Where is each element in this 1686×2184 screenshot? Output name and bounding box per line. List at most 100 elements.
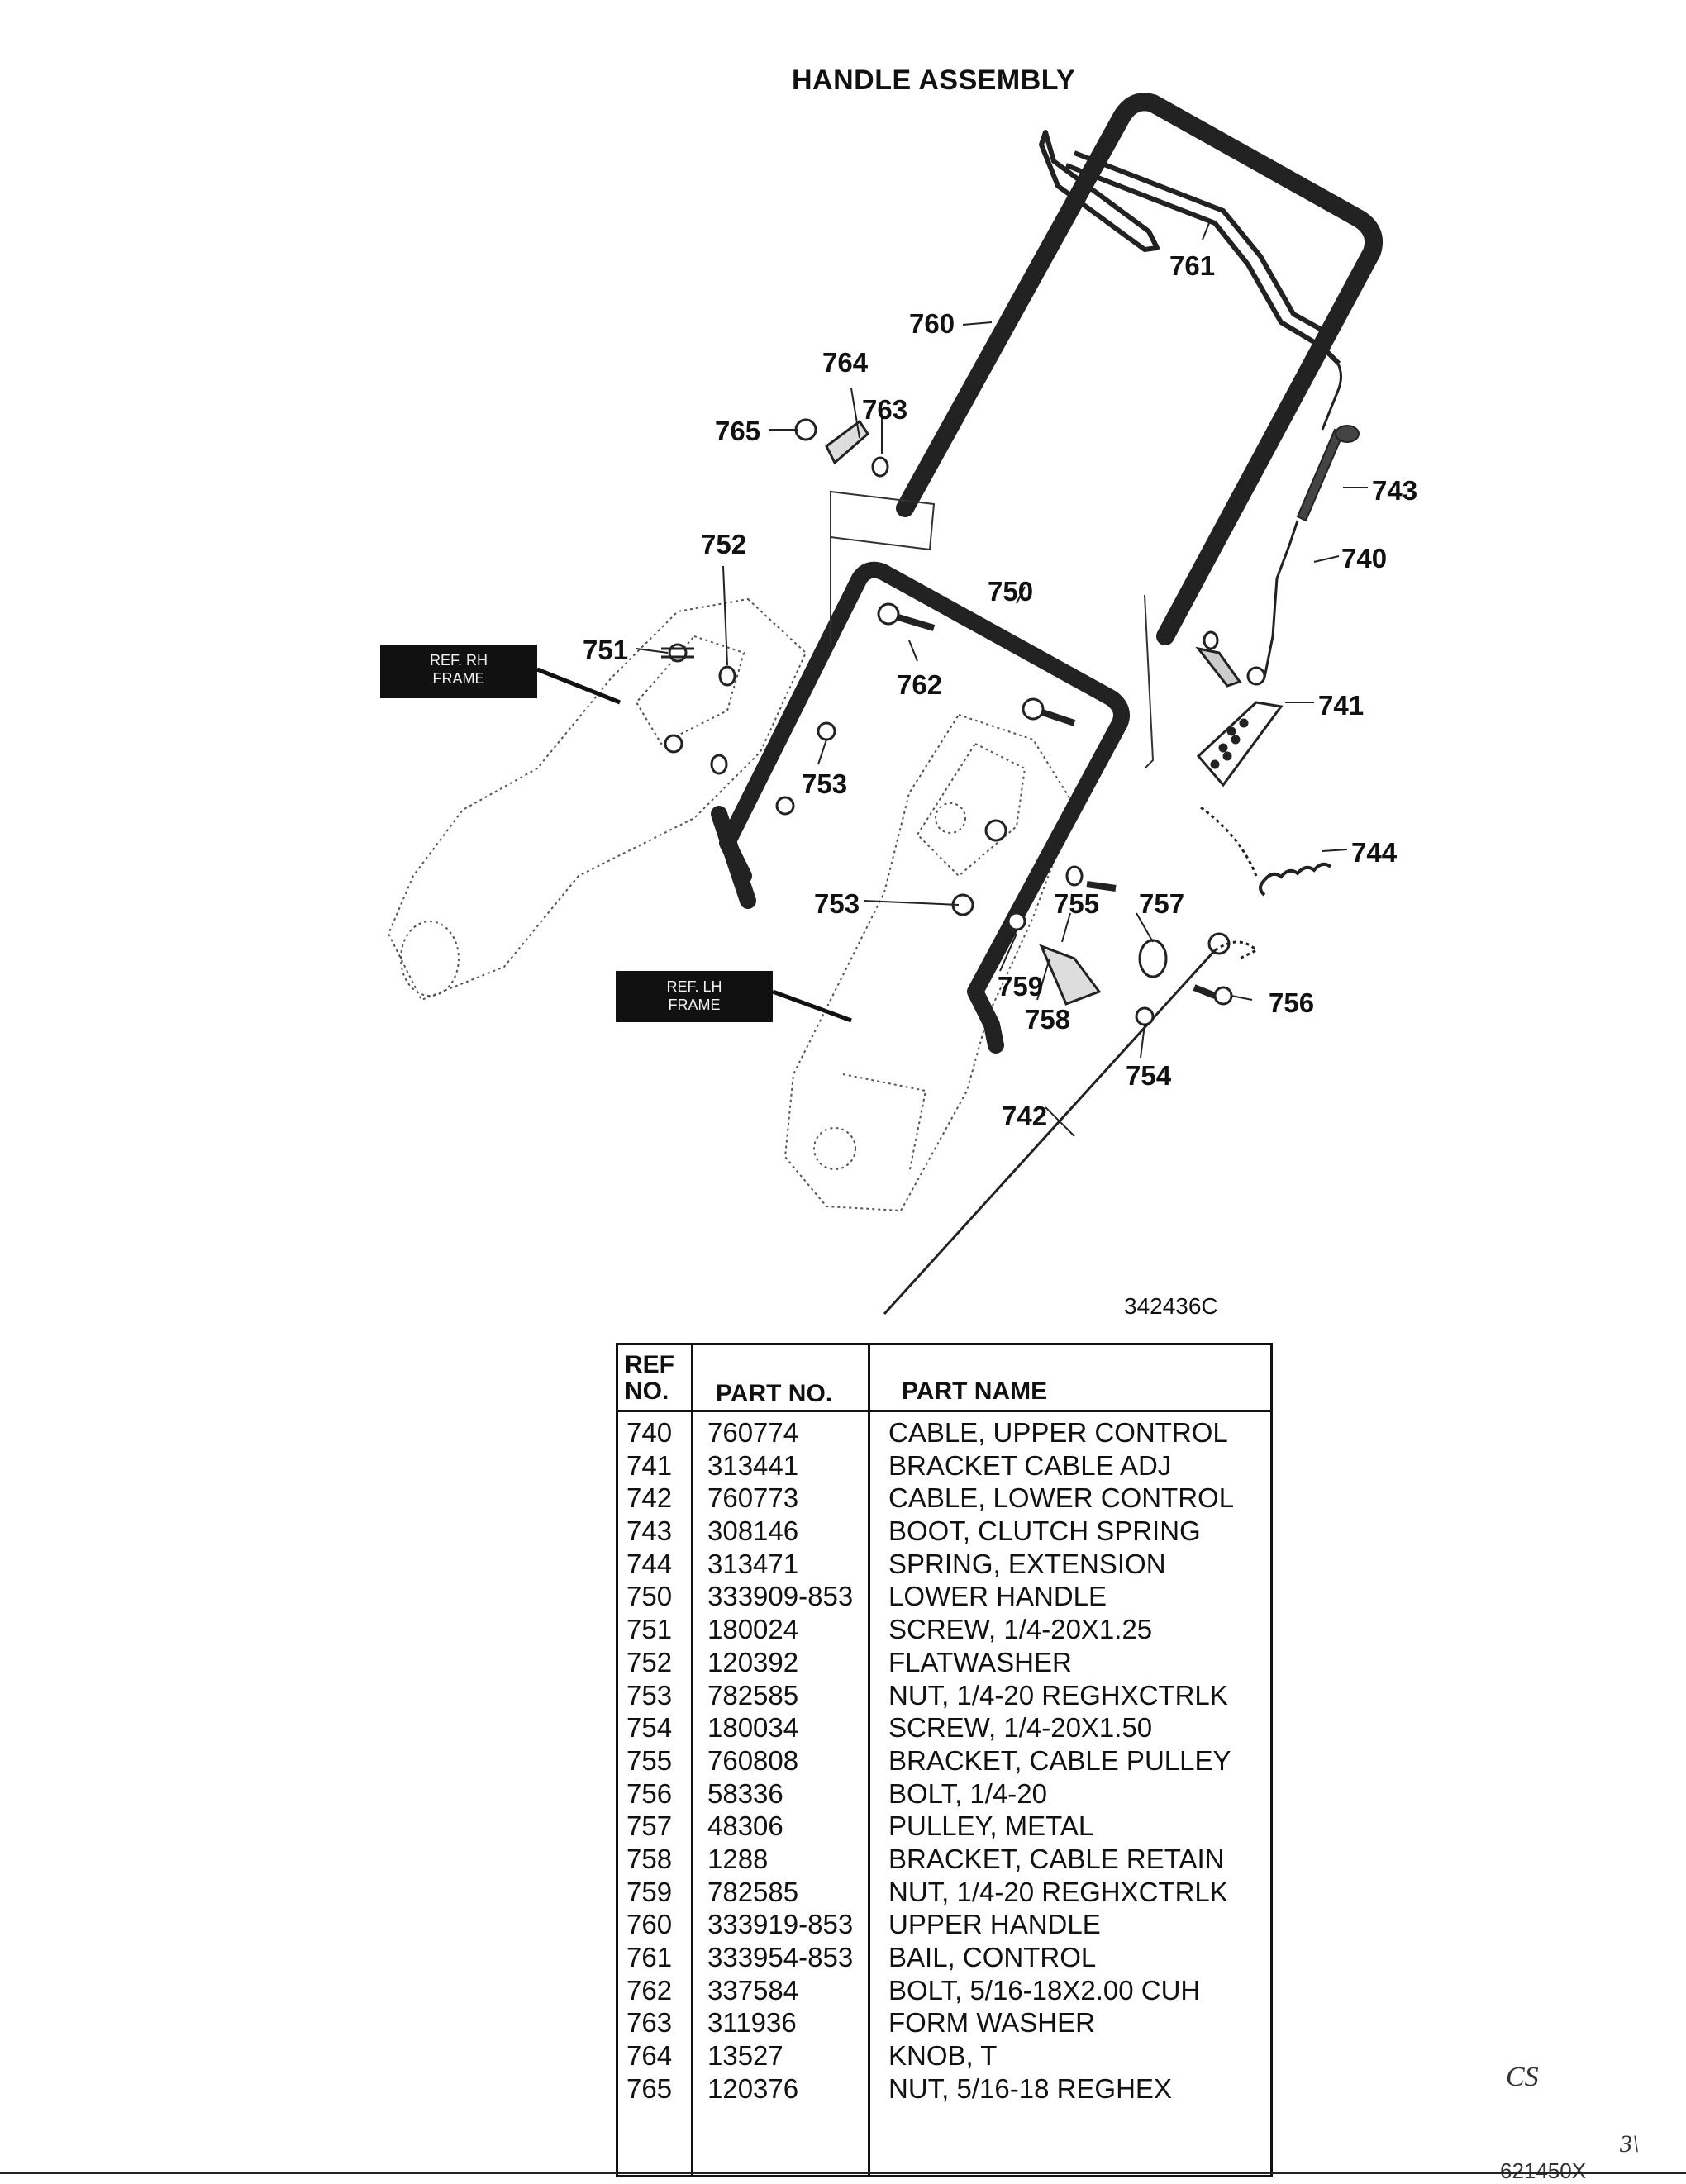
part-name-cell: UPPER HANDLE — [888, 1909, 1101, 1940]
part-no-cell: 13527 — [707, 2040, 783, 2072]
callout-757: 757 — [1139, 888, 1184, 919]
header-ref-line1: REF — [625, 1351, 674, 1378]
callout-752: 752 — [701, 529, 746, 559]
table-row: 765 120376 NUT, 5/16-18 REGHEX — [618, 2072, 1270, 2105]
part-no-cell: 1288 — [707, 1843, 769, 1874]
callout-741: 741 — [1318, 690, 1364, 721]
callout-754: 754 — [1126, 1060, 1172, 1091]
ref-no-cell: 759 — [626, 1876, 673, 1907]
table-header-divider — [618, 1410, 1270, 1412]
part-name-cell: FLATWASHER — [888, 1646, 1072, 1677]
part-no-cell: 333919-853 — [707, 1909, 854, 1940]
part-no-cell: 48306 — [707, 1810, 783, 1842]
mounting-plates — [830, 490, 1155, 769]
callout-763: 763 — [862, 394, 907, 425]
lower-handle — [711, 561, 1130, 1054]
part-name-cell: SPRING, EXTENSION — [888, 1548, 1166, 1579]
part-no-cell: 180024 — [707, 1614, 799, 1645]
part-no-cell: 120392 — [707, 1646, 799, 1677]
part-name-cell: BRACKET, CABLE PULLEY — [888, 1744, 1231, 1776]
part-no-cell: 760774 — [707, 1417, 799, 1448]
part-no-cell: 760808 — [707, 1744, 799, 1776]
part-name-cell: BAIL, CONTROL — [888, 1942, 1097, 1972]
callout-761: 761 — [1169, 250, 1215, 281]
rh-frame-label: REF. RH FRAME — [380, 645, 621, 705]
ref-no-cell: 752 — [626, 1646, 673, 1677]
callout-759: 759 — [998, 971, 1043, 1002]
part-name-cell: CABLE, LOWER CONTROL — [888, 1482, 1235, 1514]
rh-frame-label-line2: FRAME — [433, 670, 485, 687]
table-divider — [868, 1345, 870, 2175]
part-name-cell: BRACKET CABLE ADJ — [888, 1449, 1172, 1481]
part-name-cell: NUT, 5/16-18 REGHEX — [888, 2072, 1172, 2104]
part-no-cell: 333909-853 — [707, 1581, 854, 1612]
ref-no-cell: 753 — [626, 1679, 673, 1711]
callout-758: 758 — [1025, 1004, 1070, 1035]
table-row: 758 1288 BRACKET, CABLE RETAIN — [618, 1843, 1270, 1876]
table-row: 753 782585 NUT, 1/4-20 REGHXCTRLK — [618, 1679, 1270, 1712]
part-name-cell: BRACKET, CABLE RETAIN — [888, 1843, 1225, 1874]
part-no-cell: 120376 — [707, 2072, 799, 2104]
page-title: HANDLE ASSEMBLY — [792, 64, 1076, 96]
exploded-parts-diagram: REF. RH FRAME REF. LH FRAME 760 761 764 … — [380, 93, 1417, 1316]
part-name-cell: NUT, 1/4-20 REGHXCTRLK — [888, 1876, 1228, 1907]
ref-no-cell: 741 — [626, 1449, 673, 1481]
ref-no-cell: 743 — [626, 1515, 673, 1547]
lh-frame-label: REF. LH FRAME — [616, 971, 852, 1023]
table-row: 752 120392 FLATWASHER — [618, 1646, 1270, 1679]
header-part-name: PART NAME — [902, 1377, 1048, 1405]
clutch-spring-boot — [1296, 425, 1360, 522]
part-no-cell: 313441 — [707, 1449, 799, 1481]
extension-spring — [1259, 862, 1332, 897]
header-part-no: PART NO. — [716, 1380, 833, 1407]
ref-no-cell: 762 — [626, 1974, 673, 2006]
part-name-cell: BOLT, 1/4-20 — [888, 1777, 1047, 1809]
part-no-cell: 760773 — [707, 1482, 799, 1514]
margin-mark: CS — [1506, 2062, 1539, 2092]
part-name-cell: PULLEY, METAL — [888, 1810, 1094, 1842]
part-name-cell: KNOB, T — [888, 2040, 998, 2072]
header-ref-line2: NO. — [625, 1377, 669, 1405]
part-name-cell: FORM WASHER — [888, 2007, 1095, 2039]
callout-760: 760 — [909, 308, 955, 339]
callout-740: 740 — [1341, 543, 1387, 573]
callout-750: 750 — [988, 576, 1033, 607]
bottom-rule — [0, 2172, 1686, 2174]
callout-751: 751 — [583, 635, 628, 665]
part-name-cell: SCREW, 1/4-20X1.25 — [888, 1614, 1153, 1645]
ref-no-cell: 751 — [626, 1614, 673, 1645]
part-no-cell: 782585 — [707, 1679, 799, 1711]
leader-lines — [636, 218, 1368, 1137]
callout-743: 743 — [1372, 475, 1417, 506]
part-name-cell: NUT, 1/4-20 REGHXCTRLK — [888, 1679, 1228, 1711]
lh-frame-label-line2: FRAME — [669, 997, 721, 1013]
cable-adjust-bracket — [1196, 701, 1284, 787]
part-no-cell: 333954-853 — [707, 1942, 854, 1972]
part-name-cell: CABLE, UPPER CONTROL — [888, 1417, 1228, 1448]
ref-no-cell: 758 — [626, 1843, 673, 1874]
part-no-cell: 58336 — [707, 1777, 783, 1809]
table-row: 759 782585 NUT, 1/4-20 REGHXCTRLK — [618, 1876, 1270, 1909]
part-no-cell: 180034 — [707, 1712, 799, 1744]
callout-753-lower: 753 — [814, 888, 860, 919]
table-divider — [691, 1345, 693, 2175]
part-no-cell: 311936 — [707, 2007, 797, 2039]
ref-no-cell: 761 — [626, 1942, 673, 1972]
ref-no-cell: 750 — [626, 1581, 673, 1612]
ref-no-cell: 763 — [626, 2007, 673, 2039]
part-no-cell: 782585 — [707, 1876, 799, 1907]
callout-756: 756 — [1269, 987, 1314, 1018]
control-cables — [883, 345, 1342, 1316]
ref-no-cell: 765 — [626, 2072, 673, 2104]
callout-744: 744 — [1351, 837, 1398, 868]
ref-no-cell: 754 — [626, 1712, 673, 1744]
callout-765: 765 — [715, 416, 760, 446]
part-no-cell: 308146 — [707, 1515, 799, 1547]
part-name-cell: BOOT, CLUTCH SPRING — [888, 1515, 1201, 1547]
